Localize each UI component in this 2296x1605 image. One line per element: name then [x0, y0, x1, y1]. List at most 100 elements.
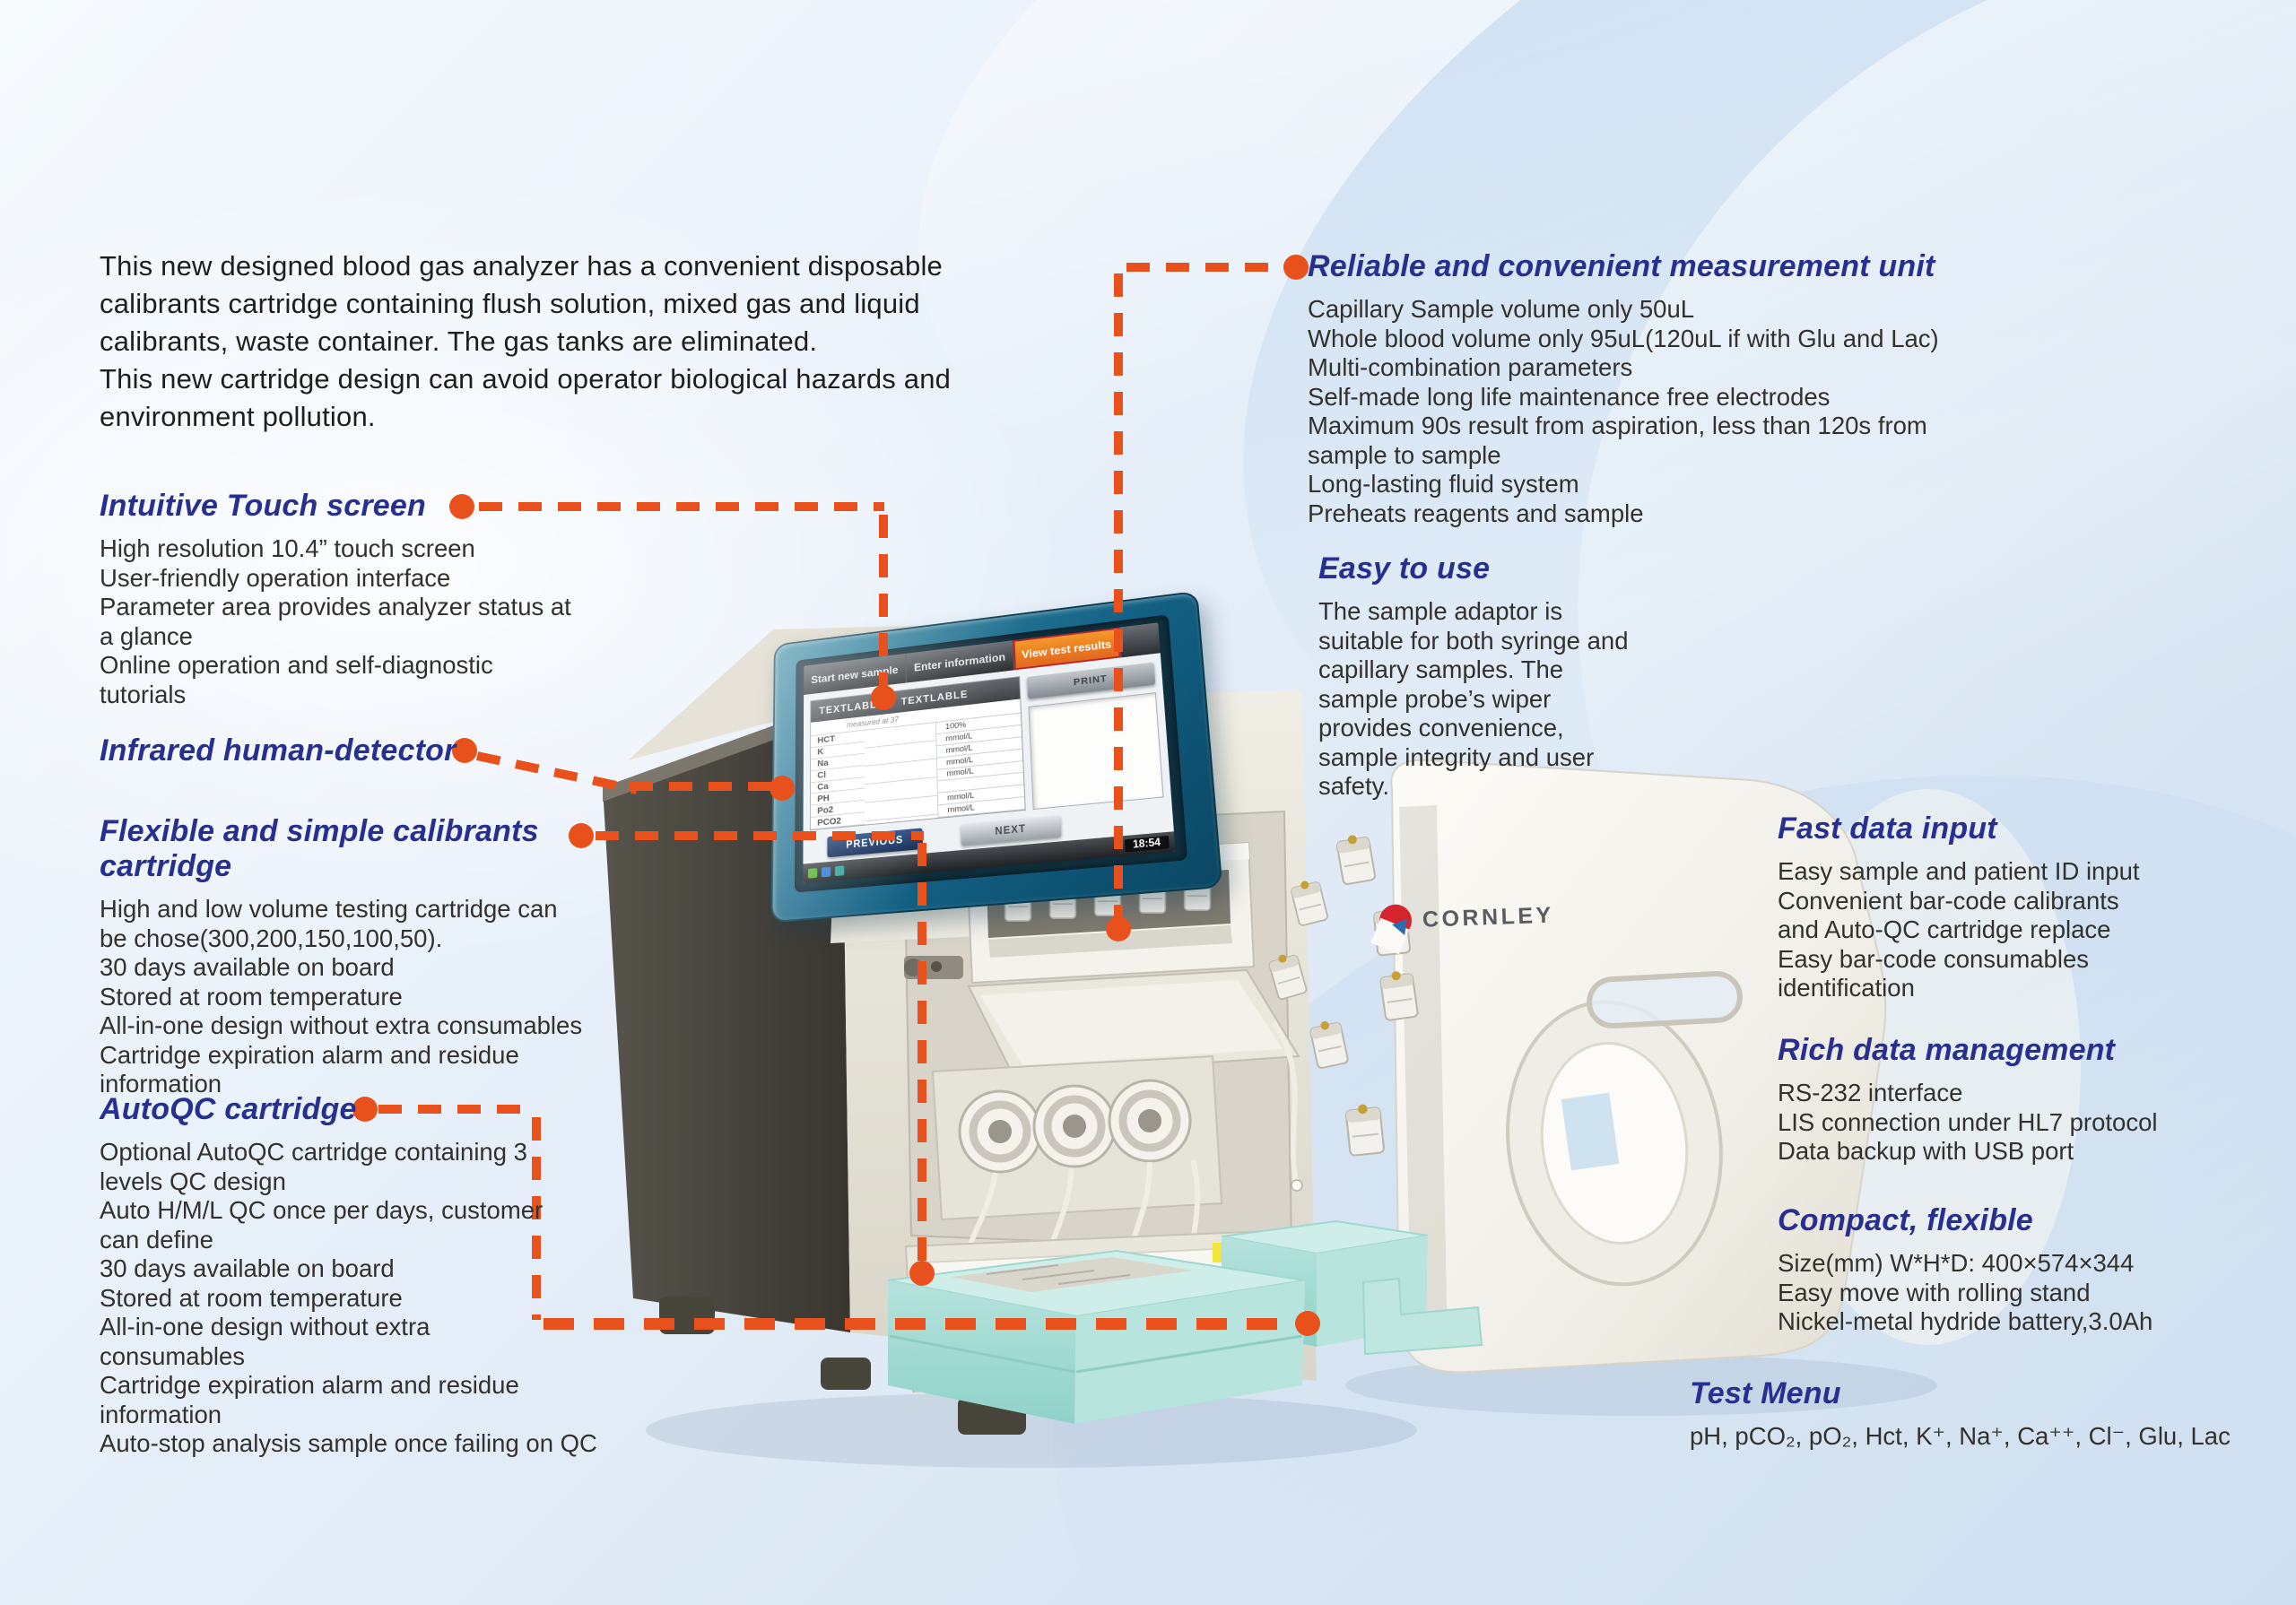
probe-clamp: [904, 956, 963, 979]
text-line: 30 days available on board: [100, 1254, 395, 1282]
text-line: Data backup with USB port: [1778, 1137, 2074, 1165]
text-line: Whole blood volume only 95uL(120uL if wi…: [1308, 324, 1939, 352]
text-line: Easy sample and patient ID input: [1778, 857, 2140, 885]
text-line: calibrants cartridge containing flush so…: [100, 288, 920, 319]
text-line: Maximum 90s result from aspiration, less…: [1308, 412, 1927, 439]
callout-line: [596, 831, 924, 840]
text-line: sample integrity and user: [1318, 742, 1595, 771]
value-column: [864, 722, 939, 825]
text-line: a glance: [100, 621, 193, 650]
text-line: The sample adaptor is: [1318, 597, 1563, 625]
text-line: Auto H/M/L QC once per days, customer: [100, 1196, 544, 1224]
text-line: Multi-combination parameters: [1308, 353, 1633, 381]
text-line: safety.: [1318, 772, 1389, 800]
status-icon: [807, 867, 818, 879]
section-title: AutoQC cartridge: [100, 1092, 357, 1126]
cover-handle: [1587, 970, 1743, 1029]
next-button: NEXT: [961, 815, 1062, 846]
callout-line: [532, 1117, 541, 1320]
brand-name: CORNLEY: [1422, 902, 1555, 933]
text-line: This new cartridge design can avoid oper…: [100, 363, 952, 395]
section-touch-screen: Intuitive Touch screen High resolution 1…: [100, 489, 602, 709]
text-line: can define: [100, 1225, 213, 1254]
text-line: calibrants, waste container. The gas tan…: [100, 325, 818, 357]
pump-panel: [931, 1054, 1223, 1221]
text-line: sample probe’s wiper: [1318, 684, 1552, 713]
section-body: High and low volume testing cartridge ca…: [100, 895, 602, 1099]
section-title: Infrared human-detector: [100, 733, 457, 768]
section-title: Flexible and simple calibrants cartridge: [100, 814, 539, 883]
text-line: Convenient bar-code calibrants: [1778, 886, 2119, 915]
section-title: Reliable and convenient measurement unit: [1308, 249, 1935, 283]
section-title: Test Menu: [1690, 1376, 1841, 1410]
section-calibrants: Flexible and simple calibrants cartridge…: [100, 814, 602, 1099]
callout-line: [1114, 273, 1123, 917]
text-line: Cartridge expiration alarm and residue: [100, 1371, 519, 1399]
text-line: Optional AutoQC cartridge containing 3: [100, 1138, 527, 1166]
text-line: sample to sample: [1308, 440, 1501, 469]
text-line: Self-made long life maintenance free ele…: [1308, 382, 1831, 411]
text-line: identification: [1778, 974, 1915, 1002]
text-line: Size(mm) W*H*D: 400×574×344: [1778, 1249, 2135, 1277]
status-icon: [821, 866, 831, 877]
text-line: capillary samples. The: [1318, 655, 1564, 683]
text-line: Auto-stop analysis sample once failing o…: [100, 1429, 597, 1457]
section-fast-data: Fast data input Easy sample and patient …: [1778, 811, 2208, 1003]
text-line: High and low volume testing cartridge ca…: [100, 895, 558, 923]
text-line: RS-232 interface: [1778, 1079, 1963, 1106]
module-door: [967, 968, 1300, 1078]
text-line: User-friendly operation interface: [100, 563, 451, 592]
text-line: Easy move with rolling stand: [1778, 1278, 2091, 1306]
callout-dot-calibrant-box: [909, 1261, 935, 1286]
pump: [958, 1089, 1042, 1174]
text-line: This new designed blood gas analyzer has…: [100, 250, 943, 282]
callout-dot-autoqc: [352, 1097, 378, 1122]
text-line: consumables: [100, 1341, 246, 1370]
callout-dot-sensor: [770, 776, 795, 801]
text-line: Stored at room temperature: [100, 982, 403, 1011]
text-line: High resolution 10.4” touch screen: [100, 534, 475, 562]
print-button: PRINT: [1027, 662, 1156, 699]
section-title: Fast data input: [1778, 811, 1997, 846]
text-line: Online operation and self-diagnostic: [100, 651, 493, 679]
cornley-logo-icon: [1370, 904, 1413, 955]
text-line: 30 days available on board: [100, 953, 395, 981]
callout-line: [544, 1318, 1299, 1330]
text-line: tutorials: [100, 680, 187, 708]
status-time: 18:54: [1124, 835, 1170, 853]
brand-logo: CORNLEY: [1370, 899, 1555, 955]
section-autoqc: AutoQC cartridge Optional AutoQC cartrid…: [100, 1092, 602, 1459]
text-line: Preheats reagents and sample: [1308, 499, 1644, 527]
section-measurement: Reliable and convenient measurement unit…: [1308, 249, 1953, 528]
section-title: Intuitive Touch screen: [100, 489, 426, 523]
text-line: be chose(300,200,150,100,50).: [100, 924, 443, 952]
device-touch-screen: Start new sample Enter information View …: [770, 590, 1223, 924]
callout-line: [918, 843, 926, 1266]
pump: [1032, 1084, 1117, 1168]
text-line: Capillary Sample volume only 50uL: [1308, 295, 1695, 323]
text-line: Easy bar-code consumables: [1778, 944, 2089, 973]
callout-dot-screen: [871, 685, 896, 710]
section-infrared: Infrared human-detector: [100, 733, 602, 779]
text-line: environment pollution.: [100, 401, 376, 432]
text-line: Stored at room temperature: [100, 1283, 403, 1312]
text-line: and Auto-QC cartridge replace: [1778, 915, 2111, 943]
callout-dot-autoqc-box: [1295, 1311, 1320, 1336]
table-header-right: TEXTLABLE: [900, 688, 969, 707]
section-title: Easy to use: [1318, 551, 1491, 586]
text-line: Long-lasting fluid system: [1308, 470, 1579, 498]
section-title: Rich data management: [1778, 1033, 2116, 1067]
result-list-box: [1028, 692, 1164, 811]
screen-right-panel: PRINT: [1027, 661, 1164, 811]
